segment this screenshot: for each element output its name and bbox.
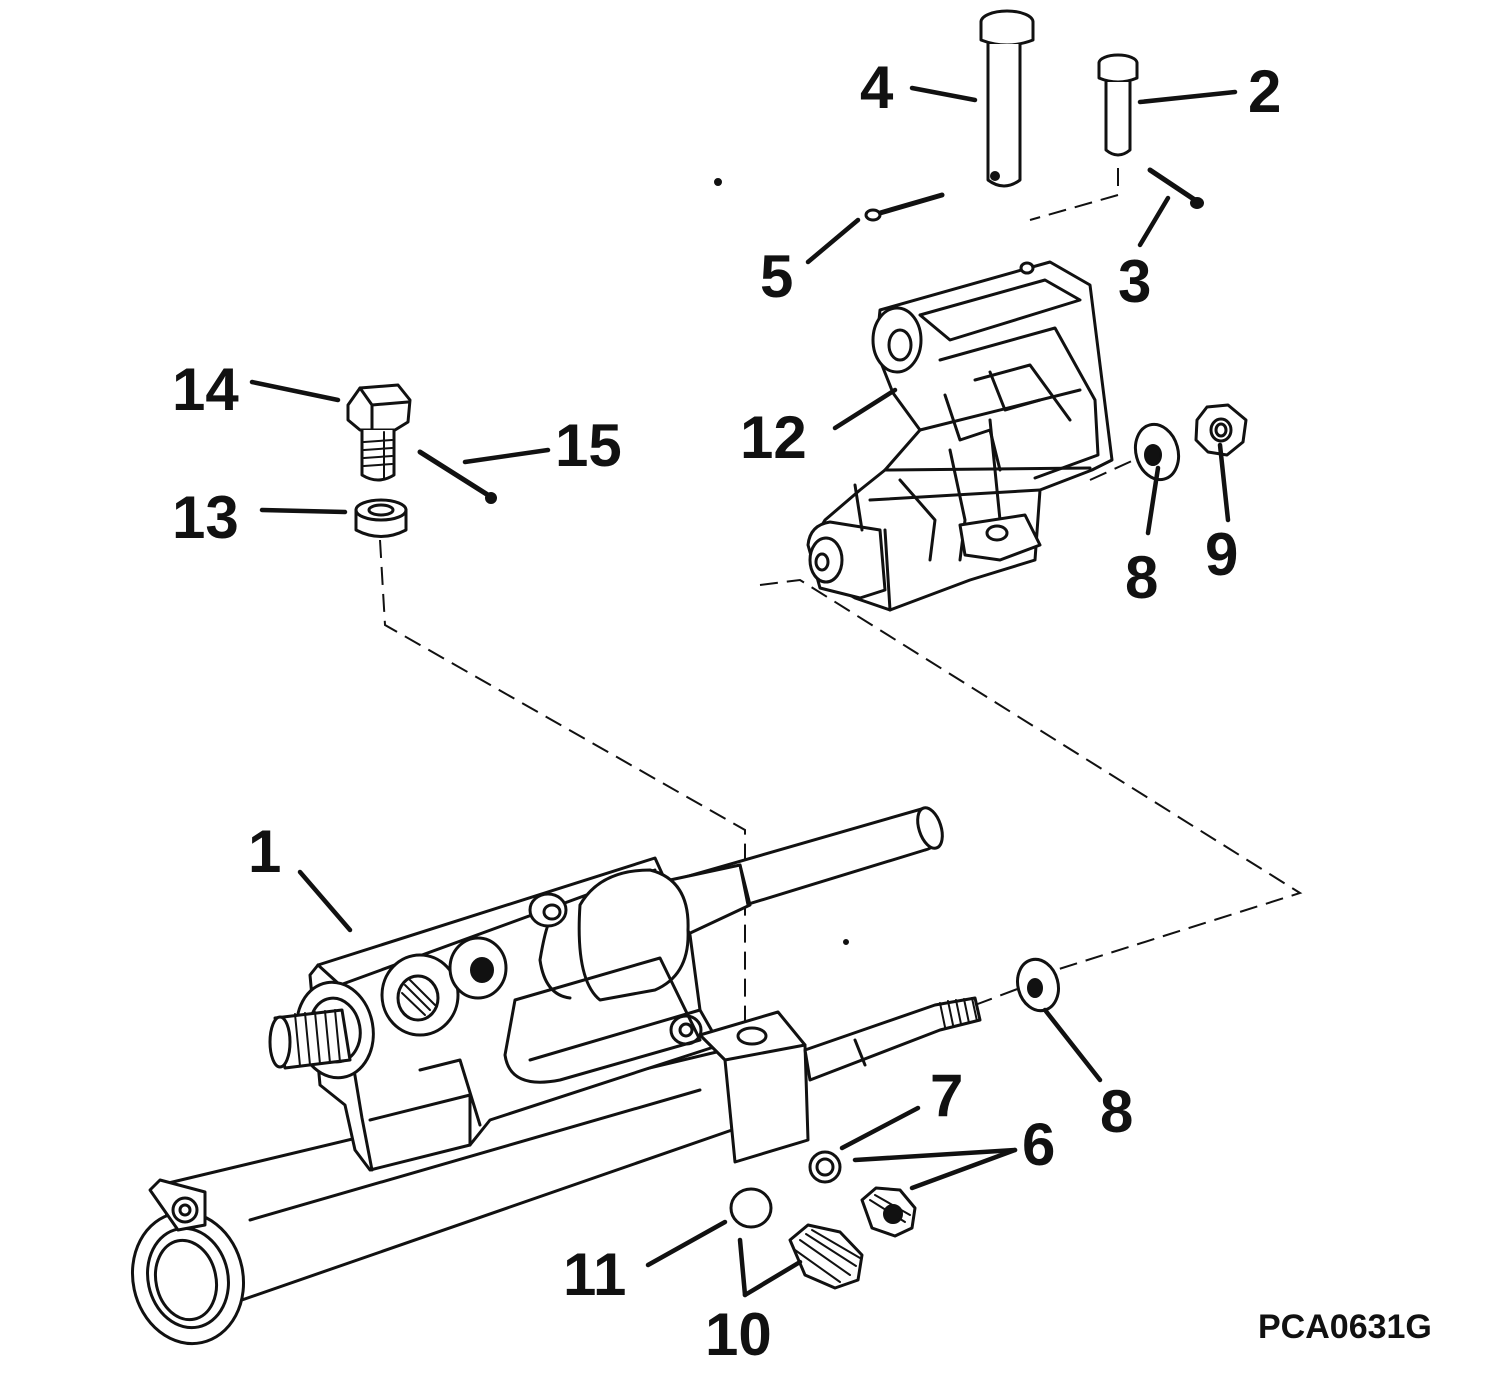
part-8-washer-upper [1133,422,1181,482]
figure-code: PCA0631G [1258,1308,1432,1346]
callout-5: 5 [760,243,793,310]
part-13-spacer [354,498,408,538]
stray-mark [843,939,849,945]
callout-3: 3 [1118,248,1151,315]
assembly-guide-lines [379,168,1303,1040]
stray-mark [714,178,722,186]
callout-6: 6 [1022,1111,1055,1178]
part-6-plug [860,1186,917,1238]
callout-14: 14 [172,356,239,423]
callout-12: 12 [740,404,807,471]
part-7-o-ring [808,1150,842,1184]
callout-9: 9 [1205,521,1238,588]
part-3-cotter-pin [1147,167,1204,209]
callout-4: 4 [860,54,894,121]
callout-13: 13 [172,484,239,551]
part-11-o-ring [729,1187,773,1229]
callout-7: 7 [930,1062,963,1129]
part-10-plug [788,1223,864,1290]
callout-8-upper: 8 [1125,544,1158,611]
part-14-hex-bolt [346,383,412,482]
part-5-cotter-pin [864,192,945,222]
part-1-steering-cylinder [130,806,982,1346]
part-9-nut [1194,403,1248,457]
callout-10: 10 [705,1301,772,1368]
callout-1: 1 [248,818,281,885]
callout-8-lower: 8 [1100,1078,1133,1145]
part-4-pin [979,9,1035,188]
part-15-pin [417,449,497,504]
part-2-pin [1097,53,1139,157]
callout-11: 11 [563,1241,626,1308]
part-12-bracket [806,260,1114,612]
part-8-washer-lower [1016,957,1060,1013]
callout-2: 2 [1248,58,1281,125]
leader-lines [249,85,1238,1298]
callout-15: 15 [555,412,622,479]
callout-labels: 4 2 5 3 12 8 9 14 15 13 1 8 7 6 11 10 [172,54,1281,1368]
